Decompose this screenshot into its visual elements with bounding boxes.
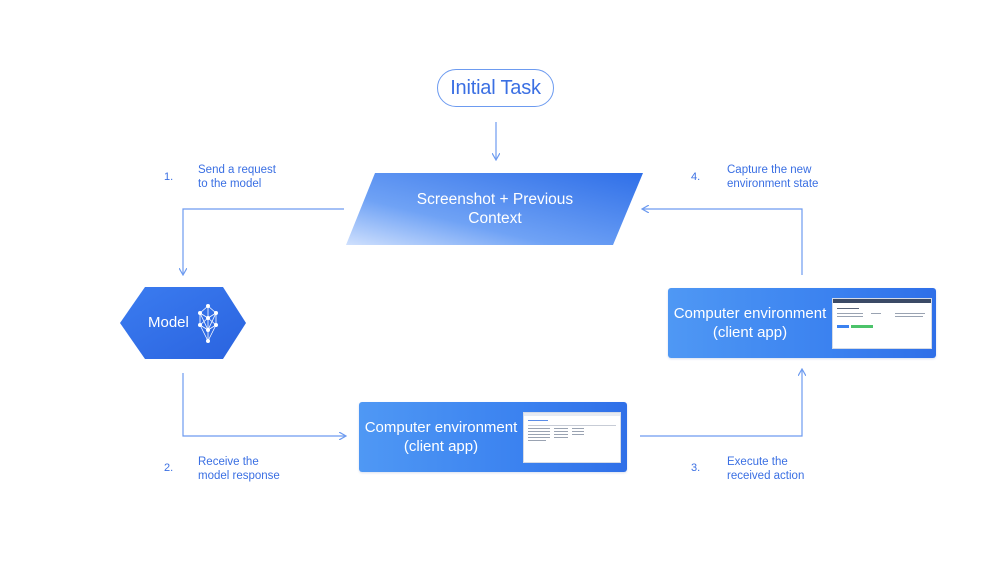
arrow-context-to-model [183,208,344,274]
context-line-1: Screenshot + Previous [416,191,574,208]
step-4-line-2: environment state [727,178,819,190]
step-2-number: 2. [164,462,174,474]
step-3-line-2: received action [727,470,805,482]
step-1-number: 1. [164,171,174,183]
context-node-label: Screenshot + Previous Context [395,190,595,230]
arrow-env-to-context [643,209,803,275]
step-3-line-1: Execute the [727,456,788,468]
initial-task-node: Initial Task [437,69,554,107]
step-2-line-2: model response [198,470,280,482]
environment-card-right-label: Computer environment (client app) [670,304,830,342]
arrow-model-to-env [182,373,345,436]
env-right-line-1: Computer environment [673,305,827,322]
step-1-line-2: to the model [198,178,262,190]
env-bottom-line-1: Computer environment [364,419,518,436]
step-1-line-1: Send a request [198,164,277,176]
neural-network-nodes [198,304,218,343]
initial-task-label: Initial Task [450,76,541,99]
client-app-updated-screenshot-thumbnail [832,298,932,349]
environment-card-bottom-label: Computer environment (client app) [361,418,521,456]
environment-card-right: Computer environment (client app) [668,288,936,358]
model-hexagon [120,287,246,359]
step-3-number: 3. [691,462,701,474]
context-parallelogram [346,173,643,245]
env-right-line-2: (client app) [712,324,788,341]
step-1-text: Send a request to the model [198,163,276,191]
env-bottom-line-2: (client app) [403,438,479,455]
step-2-text: Receive the model response [198,455,280,483]
arrow-env-to-env [640,370,802,437]
step-4-text: Capture the new environment state [727,163,818,191]
step-4-number: 4. [691,171,701,183]
step-2-line-1: Receive the [198,456,259,468]
model-label: Model [148,314,189,331]
context-line-2: Context [468,210,522,227]
environment-card-bottom: Computer environment (client app) [359,402,627,472]
step-4-line-1: Capture the new [727,164,812,176]
step-3-text: Execute the received action [727,455,804,483]
client-app-screenshot-thumbnail [523,412,621,463]
